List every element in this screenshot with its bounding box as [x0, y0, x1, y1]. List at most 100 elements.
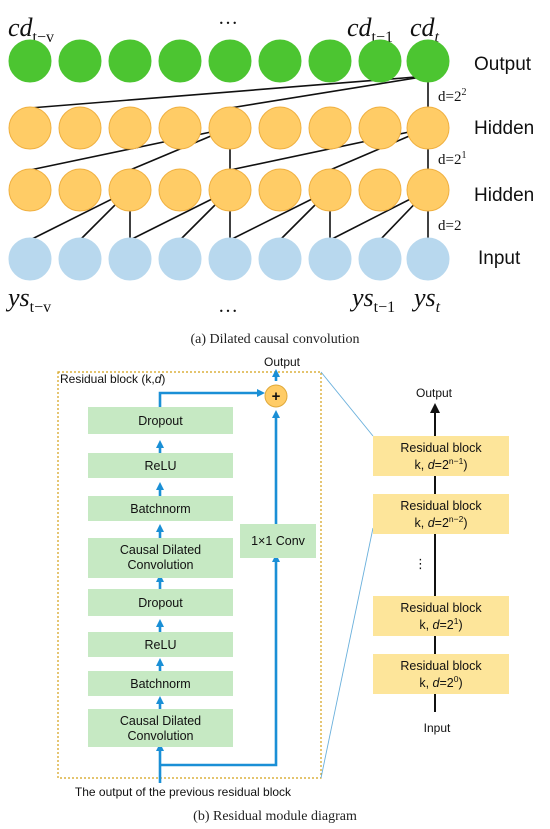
row-label-hidden-upper: Hidden: [474, 118, 534, 139]
layer-box: [88, 709, 233, 747]
stack-block-params: k, d=20): [419, 674, 462, 690]
stack-block: [373, 596, 509, 636]
input-node: [8, 237, 52, 281]
hidden-upper-node: [308, 106, 352, 150]
bottom-label-dots: …: [218, 295, 238, 317]
dilation-label-4: d=22: [438, 87, 466, 105]
hidden-upper-node: [406, 106, 450, 150]
row-label-hidden-lower: Hidden: [474, 185, 534, 206]
hidden-lower-node: [358, 168, 402, 212]
output-node: [8, 39, 52, 83]
layer-box: [88, 538, 233, 578]
stack-block-title: Residual block: [400, 659, 482, 673]
dilation-label-1: d=2: [438, 218, 461, 234]
bottom-label-mid: yst−1: [349, 283, 395, 316]
hidden-row-upper: [8, 106, 450, 150]
dilation-label-2: d=21: [438, 150, 466, 168]
input-node: [158, 237, 202, 281]
hidden-lower-node: [158, 168, 202, 212]
hidden-row-lower: [8, 168, 450, 212]
residual-block-boundary: [57, 371, 322, 779]
output-node: [58, 39, 102, 83]
hidden-upper-node: [158, 106, 202, 150]
hidden-lower-node: [258, 168, 302, 212]
layer-label: Dropout: [138, 596, 183, 610]
caption-a: (a) Dilated causal convolution: [190, 332, 359, 347]
top-label-dots: …: [218, 7, 238, 29]
input-node: [308, 237, 352, 281]
layer-label: Batchnorm: [130, 677, 190, 691]
input-node: [406, 237, 450, 281]
layer-box: [88, 453, 233, 478]
bottom-label-left: yst−v: [5, 283, 51, 316]
layer-box: [88, 632, 233, 657]
stack-dots: ⋮: [414, 556, 427, 571]
conv1x1-box: [240, 524, 316, 558]
hidden-upper-node: [8, 106, 52, 150]
output-node: [208, 39, 252, 83]
top-label-right: cdt: [410, 13, 440, 46]
panel-b: Output Residual block (k,d) Dro: [57, 355, 509, 824]
block-output-label: Output: [264, 355, 301, 369]
row-label-output: Output: [474, 54, 532, 75]
bottom-label-right: yst: [411, 283, 441, 316]
panel-a: cdt−v … cdt−1 cdt: [5, 7, 534, 347]
layer-label: ReLU: [145, 638, 177, 652]
stack-input-label: Input: [424, 721, 451, 735]
stack-block-params: k, d=2n−1): [414, 456, 467, 472]
layer-label: Batchnorm: [130, 502, 190, 516]
output-node: [308, 39, 352, 83]
output-row: [8, 39, 450, 83]
residual-block-title: Residual block (k,d): [60, 372, 165, 386]
output-node: [358, 39, 402, 83]
hidden-lower-node: [58, 168, 102, 212]
zoom-line-top: [320, 371, 374, 437]
layer-box: [88, 496, 233, 521]
input-node: [358, 237, 402, 281]
stack-block-title: Residual block: [400, 441, 482, 455]
stack-block: [373, 654, 509, 694]
layer-label: Dropout: [138, 414, 183, 428]
input-row: [8, 237, 450, 281]
input-node: [208, 237, 252, 281]
stack-block-title: Residual block: [400, 499, 482, 513]
stack-block-params: k, d=21): [419, 616, 462, 632]
hidden-lower-node: [208, 168, 252, 212]
layer-box: [88, 407, 233, 434]
stack-block: [373, 436, 509, 476]
stack-output-label: Output: [416, 386, 453, 400]
hidden-lower-node: [8, 168, 52, 212]
connections: [29, 75, 429, 241]
hidden-upper-node: [108, 106, 152, 150]
residual-arrows: [156, 369, 280, 783]
hidden-upper-node: [208, 106, 252, 150]
input-node: [258, 237, 302, 281]
layer-box: [88, 589, 233, 616]
hidden-upper-node: [58, 106, 102, 150]
add-symbol: +: [272, 388, 281, 405]
input-node: [108, 237, 152, 281]
hidden-lower-node: [108, 168, 152, 212]
output-node: [406, 39, 450, 83]
output-node: [258, 39, 302, 83]
zoom-line-bottom: [320, 527, 374, 779]
hidden-lower-node: [406, 168, 450, 212]
layer-label: ReLU: [145, 459, 177, 473]
conv1x1-label: 1×1 Conv: [251, 534, 306, 548]
hidden-lower-node: [308, 168, 352, 212]
hidden-upper-node: [358, 106, 402, 150]
row-label-input: Input: [478, 248, 521, 269]
input-node: [58, 237, 102, 281]
caption-b: (b) Residual module diagram: [193, 809, 357, 824]
layer-box: [88, 671, 233, 696]
add-node: [264, 384, 288, 408]
output-node: [108, 39, 152, 83]
output-node: [158, 39, 202, 83]
hidden-upper-node: [258, 106, 302, 150]
